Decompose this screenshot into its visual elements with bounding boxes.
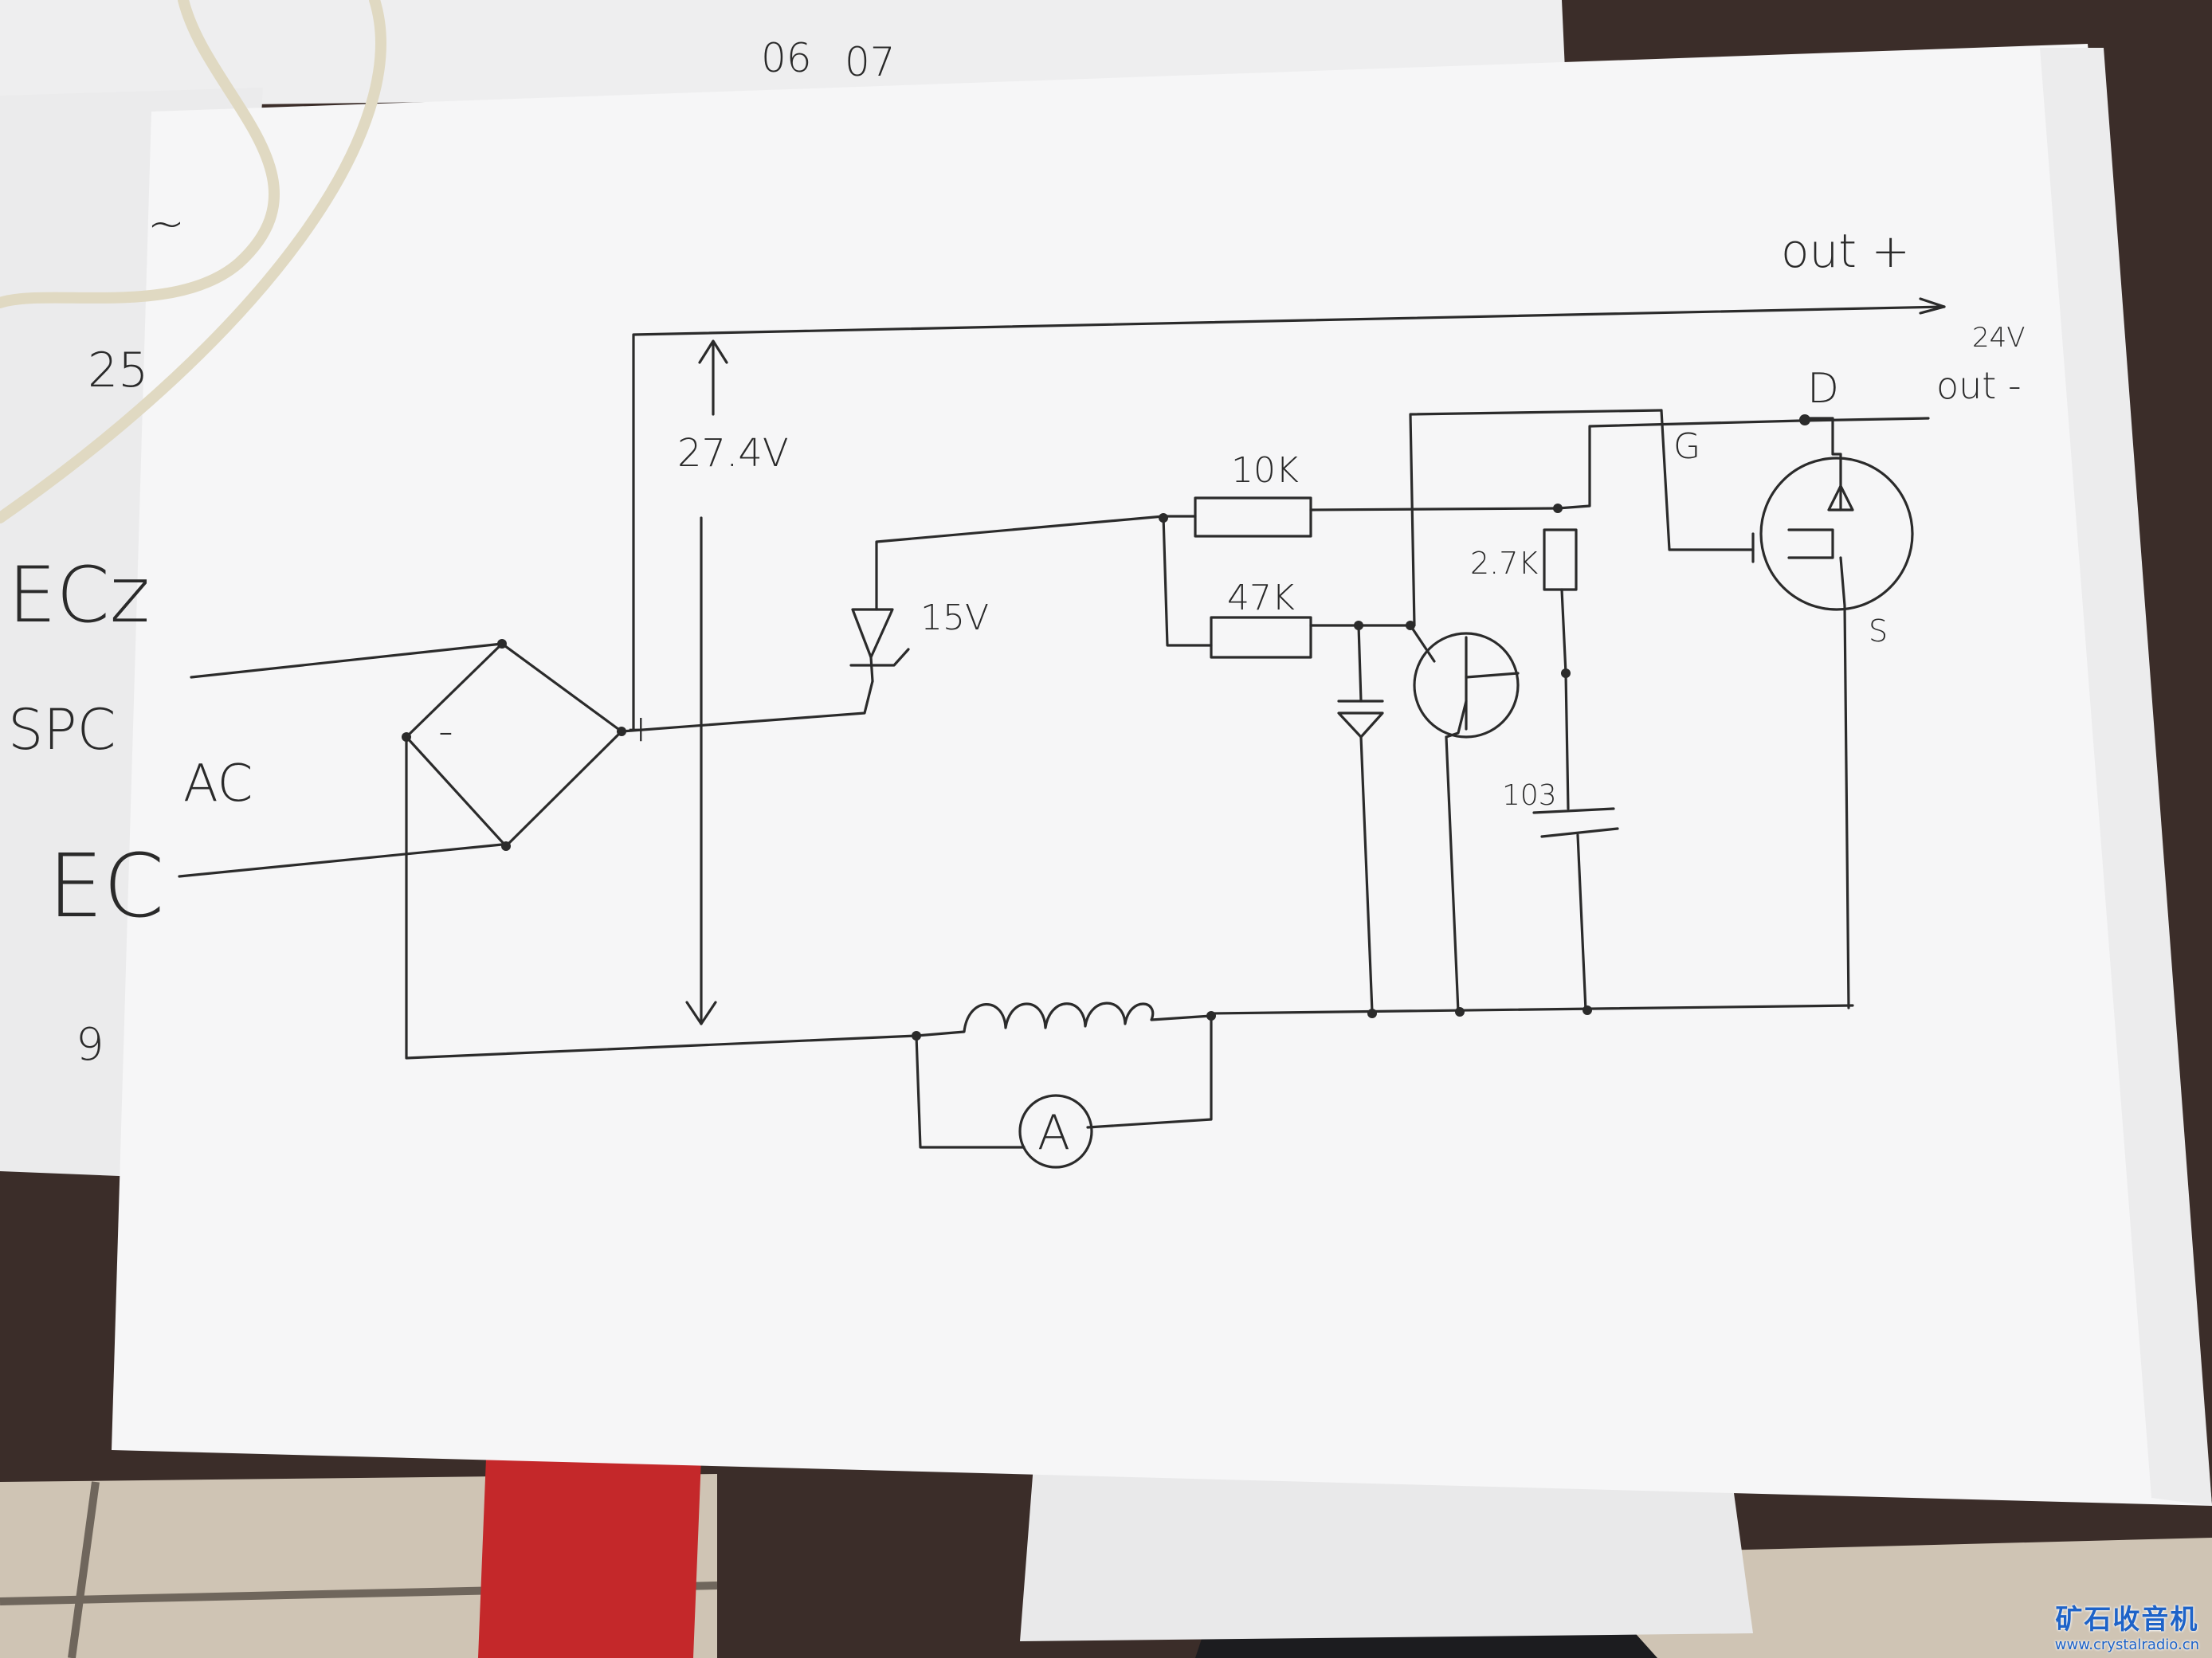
cable bbox=[0, 0, 280, 308]
label-out-plus: out + bbox=[1781, 224, 1910, 278]
capacitor bbox=[1532, 807, 1615, 814]
junction-dot bbox=[1799, 414, 1810, 425]
label-47k: 47K bbox=[1227, 578, 1295, 618]
label-drain: D bbox=[1807, 365, 1839, 413]
mosfet-diode bbox=[1827, 484, 1854, 512]
junction-dot bbox=[1583, 1005, 1592, 1015]
wire-bottom-rail bbox=[1210, 1004, 1854, 1015]
junction-dot bbox=[1367, 1009, 1377, 1018]
wire-diode-down bbox=[1359, 735, 1374, 1013]
scribble-text: 9 bbox=[76, 1019, 104, 1071]
voltage-arrow bbox=[685, 1001, 717, 1025]
resistor-47k bbox=[1210, 616, 1312, 659]
wire-ammeter bbox=[915, 1034, 1026, 1149]
tile-grout bbox=[68, 1481, 100, 1658]
scribble-text: 07 bbox=[845, 39, 896, 85]
label-ac: AC bbox=[183, 755, 253, 813]
wire-drain-out bbox=[1799, 417, 1930, 422]
mosfet-body bbox=[1787, 528, 1834, 559]
inductor bbox=[915, 1001, 1213, 1037]
wire-2k7-top bbox=[1556, 419, 1802, 510]
label-cap: 103 bbox=[1502, 779, 1557, 812]
wire-ammeter bbox=[1086, 1014, 1213, 1129]
transistor-leg bbox=[1465, 672, 1520, 679]
bridge-node bbox=[497, 639, 507, 649]
label-gate: G bbox=[1673, 426, 1700, 467]
label-24v: 24V bbox=[1972, 322, 2026, 354]
diode bbox=[1337, 711, 1384, 739]
wire-transistor-emitter bbox=[1445, 735, 1460, 1013]
sheet-shadow bbox=[2040, 48, 2212, 1506]
wire-zener-top bbox=[875, 515, 1165, 611]
label-ammeter: A bbox=[1037, 1105, 1070, 1161]
label-voltage: 27.4V bbox=[677, 431, 789, 476]
transistor-base bbox=[1409, 624, 1436, 663]
wire-bridge-plus bbox=[620, 680, 874, 733]
wire-bridge-minus bbox=[405, 735, 918, 1060]
ammeter bbox=[1018, 1094, 1093, 1169]
wire-out-plus bbox=[632, 305, 1946, 731]
scribble-text: EC bbox=[48, 835, 164, 937]
wire-cap-top bbox=[1564, 672, 1570, 810]
mosfet-drain bbox=[1807, 417, 1842, 512]
transistor-leg bbox=[1445, 700, 1468, 739]
scribble-text: ~ bbox=[147, 198, 185, 250]
scribble-text: SPC bbox=[8, 697, 116, 762]
watermark: 矿石收音机 www.crystalradio.cn bbox=[2055, 1597, 2199, 1653]
wire-diode bbox=[1357, 624, 1363, 703]
watermark-url: www.crystalradio.cn bbox=[2054, 1636, 2199, 1653]
junction-dot bbox=[1455, 1007, 1465, 1017]
mosfet-source bbox=[1839, 556, 1850, 1009]
bridge-node bbox=[501, 841, 511, 851]
junction-dot bbox=[1553, 504, 1563, 513]
main-sheet bbox=[112, 44, 2212, 1506]
label-bridge-plus: + bbox=[626, 707, 657, 750]
label-2k7: 2.7K bbox=[1470, 546, 1538, 581]
zener-stem bbox=[869, 656, 874, 683]
label-out-minus: out - bbox=[1936, 364, 2022, 407]
wire-10k-out bbox=[1309, 507, 1559, 512]
junction-dot bbox=[1159, 513, 1168, 523]
mosfet bbox=[1759, 457, 1914, 611]
label-bridge-minus: - bbox=[438, 707, 453, 755]
voltage-arrow bbox=[698, 339, 728, 364]
scribble-text: 06 bbox=[761, 35, 812, 81]
mosfet-gate bbox=[1660, 409, 1755, 551]
wire-cap-bottom bbox=[1576, 833, 1587, 1012]
ac-line bbox=[190, 642, 504, 679]
wire-2k7-bottom bbox=[1560, 588, 1567, 675]
label-source: S bbox=[1869, 613, 1888, 649]
ac-line bbox=[178, 843, 504, 878]
scribble-text: ECz bbox=[8, 551, 150, 640]
scribble-text: 25 bbox=[88, 343, 148, 398]
label-10k: 10K bbox=[1231, 450, 1299, 491]
arrow-head bbox=[1919, 297, 1946, 315]
label-zener: 15V bbox=[920, 598, 989, 638]
capacitor bbox=[1540, 827, 1619, 838]
red-object bbox=[478, 1458, 701, 1658]
watermark-title: 矿石收音机 bbox=[2055, 1604, 2199, 1636]
wire-parallel bbox=[1162, 515, 1213, 647]
zener-diode bbox=[851, 608, 894, 659]
transistor-npn bbox=[1413, 632, 1520, 739]
zener-diode bbox=[849, 648, 910, 667]
resistor-2k7 bbox=[1543, 528, 1578, 591]
cable bbox=[0, 0, 386, 523]
circuit-diagram bbox=[178, 297, 1946, 1169]
wire-collector-up bbox=[1409, 409, 1663, 627]
